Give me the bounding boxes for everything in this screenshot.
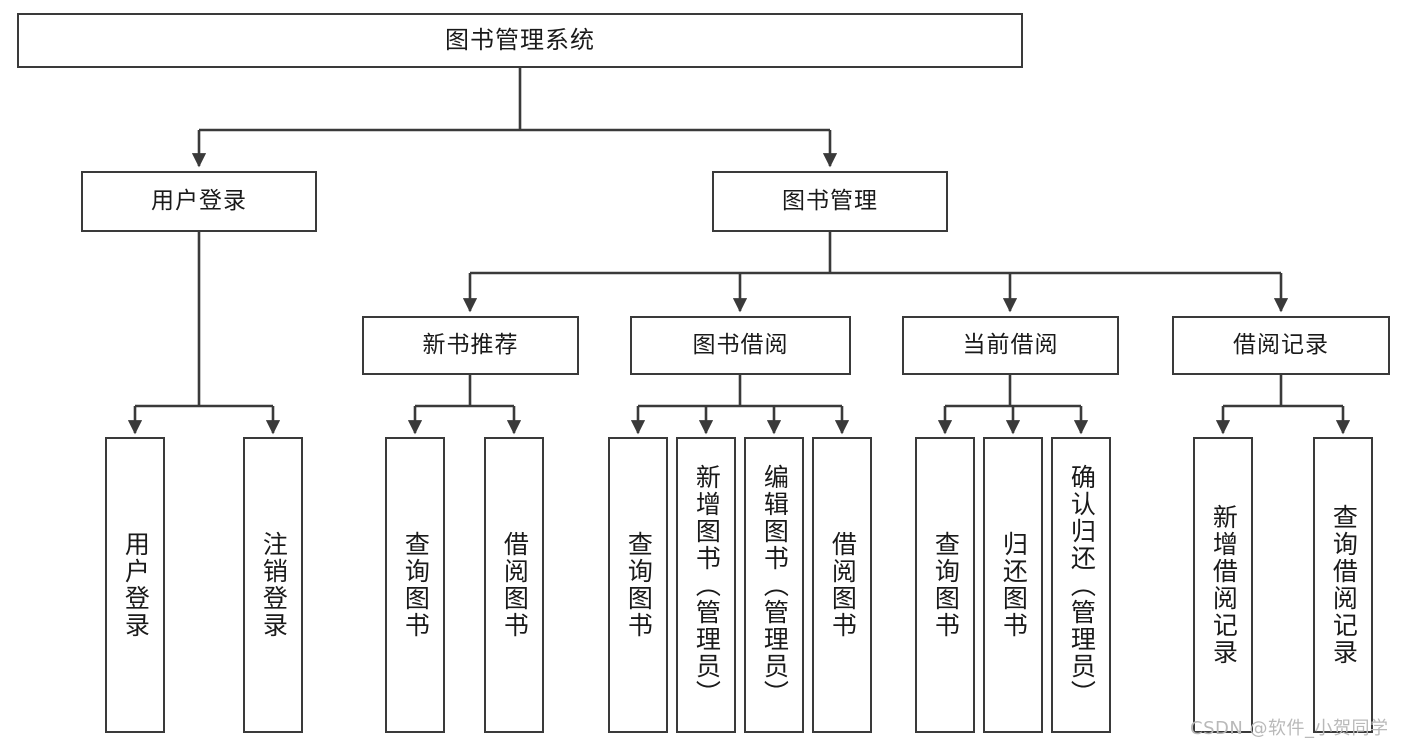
leaf-label: 借阅图书 (500, 531, 530, 639)
leaf-label: 用户登录 (121, 531, 151, 639)
leaf-query-book-current[interactable]: 查询图书 (915, 437, 975, 733)
node-user-login-module[interactable]: 用户登录 (81, 171, 317, 232)
leaf-query-book-recommend[interactable]: 查询图书 (385, 437, 445, 733)
leaf-label: 注销登录 (259, 531, 289, 639)
node-current-borrow[interactable]: 当前借阅 (902, 316, 1119, 375)
watermark-text: CSDN @软件_小贺同学 (1190, 718, 1389, 739)
leaf-label: 新增图书（管理员） (692, 463, 722, 707)
node-label: 当前借阅 (962, 331, 1059, 358)
leaf-add-book-admin[interactable]: 新增图书（管理员） (676, 437, 736, 733)
leaf-label: 查询图书 (401, 531, 431, 639)
leaf-query-borrow-record[interactable]: 查询借阅记录 (1313, 437, 1373, 733)
node-book-management-module[interactable]: 图书管理 (712, 171, 948, 232)
node-root-label: 图书管理系统 (445, 26, 595, 55)
node-book-borrow[interactable]: 图书借阅 (630, 316, 851, 375)
node-root[interactable]: 图书管理系统 (17, 13, 1023, 68)
leaf-logout[interactable]: 注销登录 (243, 437, 303, 733)
leaf-borrow-book[interactable]: 借阅图书 (812, 437, 872, 733)
leaf-label: 查询图书 (931, 531, 961, 639)
node-new-book-recommend[interactable]: 新书推荐 (362, 316, 579, 375)
leaf-query-book[interactable]: 查询图书 (608, 437, 668, 733)
node-borrow-record[interactable]: 借阅记录 (1172, 316, 1390, 375)
leaf-label: 查询图书 (624, 531, 654, 639)
leaf-label: 编辑图书（管理员） (760, 463, 790, 707)
node-label: 借阅记录 (1233, 331, 1329, 358)
leaf-edit-book-admin[interactable]: 编辑图书（管理员） (744, 437, 804, 733)
leaf-label: 查询借阅记录 (1329, 504, 1359, 666)
leaf-user-login[interactable]: 用户登录 (105, 437, 165, 733)
node-label: 新书推荐 (422, 331, 519, 358)
leaf-label: 借阅图书 (828, 531, 858, 639)
leaf-return-book[interactable]: 归还图书 (983, 437, 1043, 733)
leaf-add-borrow-record[interactable]: 新增借阅记录 (1193, 437, 1253, 733)
leaf-label: 新增借阅记录 (1209, 504, 1239, 666)
leaf-borrow-book-recommend[interactable]: 借阅图书 (484, 437, 544, 733)
node-label: 图书管理 (782, 187, 878, 214)
leaf-label: 确认归还（管理员） (1067, 463, 1097, 707)
leaf-confirm-return-admin[interactable]: 确认归还（管理员） (1051, 437, 1111, 733)
node-label: 用户登录 (151, 187, 247, 214)
node-label: 图书借阅 (692, 331, 789, 358)
leaf-label: 归还图书 (999, 531, 1029, 639)
